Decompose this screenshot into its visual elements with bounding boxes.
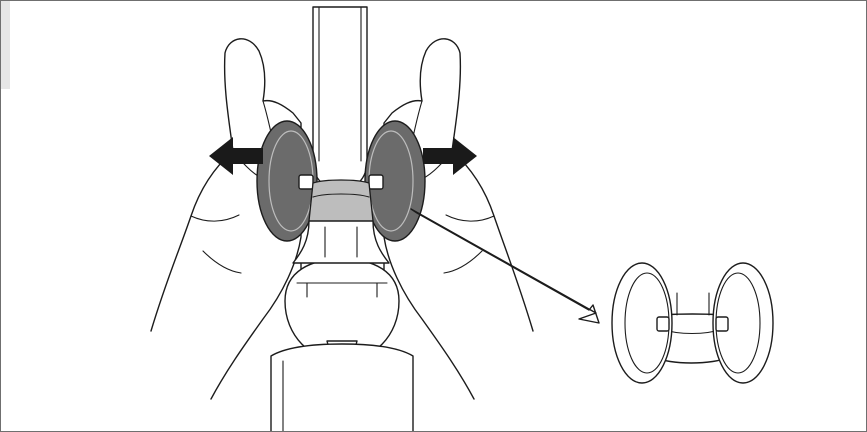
neck <box>293 221 389 263</box>
wand-tube <box>313 7 367 189</box>
detached-wheel-assembly <box>612 263 773 383</box>
left-wheel <box>257 121 317 241</box>
right-wheel <box>365 121 425 241</box>
wheel-axle-collar <box>309 180 373 226</box>
